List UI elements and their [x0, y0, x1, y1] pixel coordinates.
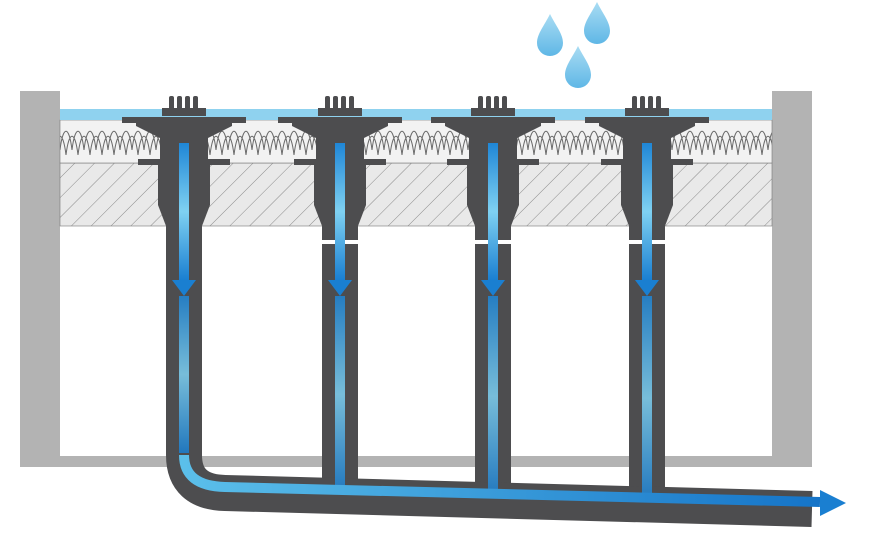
rain-drop-icon [565, 46, 591, 88]
flow-arrow-icon [172, 280, 196, 296]
flow-arrow-icon [635, 280, 659, 296]
floor-line [60, 456, 772, 467]
flow-arrow-icon [328, 280, 352, 296]
flow-line [179, 296, 189, 453]
flow-line [488, 296, 498, 497]
drain-funnel [136, 120, 232, 163]
drain-grate-base [625, 108, 669, 116]
right-wall [772, 91, 812, 467]
drain-funnel [292, 120, 388, 163]
drain-top-plate [122, 117, 246, 123]
rain-drop-icon [584, 2, 610, 44]
drain-grate-base [318, 108, 362, 116]
water-flow [172, 143, 846, 516]
drain-funnel [445, 120, 541, 163]
flow-line [335, 296, 345, 493]
drain-top-plate [431, 117, 555, 123]
drain-grate-base [471, 108, 515, 116]
drain-grate-base [162, 108, 206, 116]
flow-line [642, 296, 652, 501]
left-wall [20, 91, 60, 467]
water-membrane-layer [60, 109, 772, 120]
rain [537, 2, 610, 88]
rain-drop-icon [537, 14, 563, 56]
drain-top-plate [278, 117, 402, 123]
flow-arrow-shaft [179, 143, 189, 280]
drain-funnel [599, 120, 695, 163]
flow-arrow-shaft [642, 143, 652, 280]
collector-flow-line [179, 454, 821, 507]
drain-top-plate [585, 117, 709, 123]
flow-arrow-icon [481, 280, 505, 296]
flow-arrow-shaft [335, 143, 345, 280]
flow-arrow-icon [820, 490, 846, 516]
flow-arrow-shaft [488, 143, 498, 280]
